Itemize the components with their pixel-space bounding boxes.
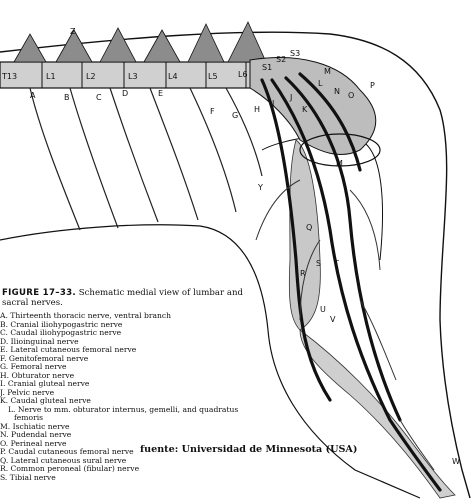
label-T13: T13 xyxy=(1,72,17,81)
vertebra-dividers xyxy=(41,62,247,88)
label-U: U xyxy=(320,305,326,314)
label-L6: L6 xyxy=(238,70,248,79)
label-H: H xyxy=(254,105,260,114)
label-L3: L3 xyxy=(128,72,138,81)
legend-item: M. Ischiatic nerve xyxy=(0,421,70,431)
label-C: C xyxy=(96,93,102,102)
label-S2: S2 xyxy=(276,55,286,64)
pelvis-shape xyxy=(249,57,377,156)
legend-item: H. Obturator nerve xyxy=(0,370,75,380)
label-K: K xyxy=(302,105,308,114)
label-S3: S3 xyxy=(290,49,300,58)
label-L: L xyxy=(318,79,323,88)
legend-item: D. Ilioinguinal nerve xyxy=(0,336,79,346)
legend-item: E. Lateral cutaneous femoral nerve xyxy=(0,345,137,354)
legend-item: C. Caudal iliohypogastric nerve xyxy=(0,328,122,337)
nerve-legend: A. Thirteenth thoracic nerve, ventral br… xyxy=(0,311,240,482)
label-E: E xyxy=(158,89,163,98)
legend-item: O. Perineal nerve xyxy=(0,438,67,448)
label-N: N xyxy=(334,87,340,96)
legend-item: J. Pelvic nerve xyxy=(0,387,55,397)
label-Y: Y xyxy=(257,183,263,192)
main-nerve-trunks xyxy=(260,72,442,492)
legend-item: L. Nerve to mm. obturator internus, geme… xyxy=(8,404,239,422)
body-outline xyxy=(0,31,471,499)
label-R: R xyxy=(300,269,306,278)
diagram-labels: T13 L1 L2 L3 L4 L5 L6 S1 S2 S3 A B C D E… xyxy=(1,27,460,466)
label-B: B xyxy=(64,93,70,102)
label-L2: L2 xyxy=(86,72,96,81)
legend-item: A. Thirteenth thoracic nerve, ventral br… xyxy=(0,311,172,320)
label-T: T xyxy=(333,259,339,268)
legend-item: R. Common peroneal (fibular) nerve xyxy=(0,464,140,473)
label-L1: L1 xyxy=(46,72,56,81)
label-M-lower: M xyxy=(336,159,343,168)
legend-item: I. Cranial gluteal nerve xyxy=(0,379,90,388)
label-V: V xyxy=(330,315,336,324)
legend-item: F. Genitofemoral nerve xyxy=(0,353,89,363)
fine-nerve-branches xyxy=(255,179,435,471)
label-D: D xyxy=(122,89,128,98)
label-W: W xyxy=(452,457,460,466)
legend-item: P. Caudal cutaneous femoral nerve xyxy=(0,447,134,456)
source-credit: fuente: Universidad de Minnesota (USA) xyxy=(140,444,358,455)
label-I: I xyxy=(272,99,274,108)
abdomen-line xyxy=(0,224,421,499)
legend-item: B. Cranial iliohypogastric nerve xyxy=(0,319,123,329)
vertebral-processes xyxy=(13,21,267,63)
legend-item: G. Femoral nerve xyxy=(0,362,67,371)
label-P: P xyxy=(370,81,375,90)
label-S1: S1 xyxy=(262,63,272,72)
lower-leg-shape xyxy=(299,329,456,499)
label-O: O xyxy=(348,91,354,100)
label-J: J xyxy=(289,93,292,102)
legend-item: N. Pudendal nerve xyxy=(0,430,72,439)
label-G: G xyxy=(232,111,238,120)
label-L4: L4 xyxy=(168,72,178,81)
abdominal-nerves xyxy=(29,87,263,231)
figure-number: FIGURE 17–33. xyxy=(2,288,76,298)
label-F: F xyxy=(210,107,215,116)
label-A: A xyxy=(30,91,36,100)
figure-caption-text: Schematic medial view of lumbar and sacr… xyxy=(2,288,244,308)
label-Z: Z xyxy=(70,27,76,36)
label-M: M xyxy=(324,67,331,76)
label-S: S xyxy=(316,259,321,268)
figure-caption: FIGURE 17–33. Schematic medial view of l… xyxy=(2,288,252,308)
legend-item: S. Tibial nerve xyxy=(0,472,56,482)
legend-item: Q. Lateral cutaneous sural nerve xyxy=(0,455,127,465)
label-L5: L5 xyxy=(208,72,218,81)
label-Q: Q xyxy=(306,223,312,232)
legend-item: K. Caudal gluteal nerve xyxy=(0,396,91,405)
